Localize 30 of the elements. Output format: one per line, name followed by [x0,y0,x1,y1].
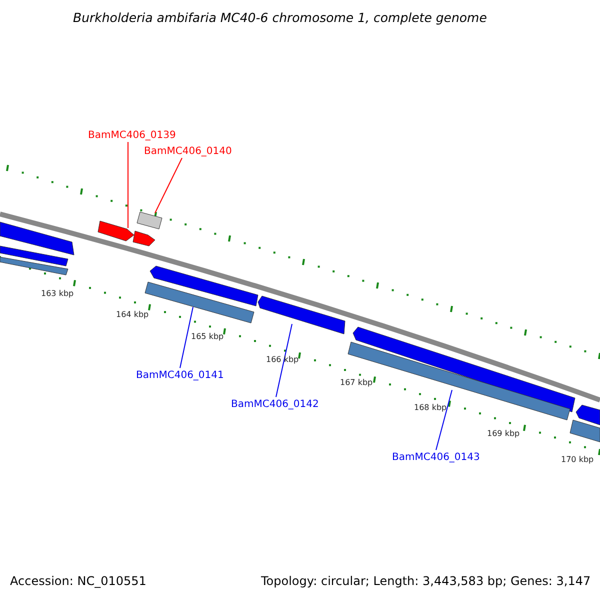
scale-label: 170 kbp [561,456,594,465]
scale-label: 163 kbp [41,290,74,299]
gene-feature [0,222,74,256]
leader-line [276,324,292,398]
gene-feature [136,212,162,230]
scale-label: 168 kbp [414,404,447,413]
footer-text: Accession: NC_010551 [10,575,146,588]
scale-label: 165 kbp [191,333,224,342]
footer-text: Topology: circular; Length: 3,443,583 bp; Genes: 3,147 [261,575,591,588]
gene-feature [352,326,576,412]
gene-label: BamMC406_0141 [136,370,224,381]
scale-label: 166 kbp [266,356,299,365]
gene-feature [576,404,600,426]
gene-label: BamMC406_0143 [392,452,480,463]
gene-feature [132,230,156,246]
scale-label: 167 kbp [340,379,373,388]
gene-label: BamMC406_0142 [231,399,319,410]
gene-label: BamMC406_0139 [88,130,176,141]
scale-label: 164 kbp [116,311,149,320]
gene-feature [150,266,258,306]
gene-label: BamMC406_0140 [144,146,232,157]
leader-line [154,158,182,214]
gene-feature [570,420,600,442]
leader-line [180,306,194,368]
gene-feature [0,256,68,276]
leader-line [436,390,452,450]
scale-label: 169 kbp [487,430,520,439]
map-title: Burkholderia ambifaria MC40-6 chromosome 1, complete genome [73,11,487,25]
gene-feature [0,246,68,266]
gene-feature [258,296,346,334]
